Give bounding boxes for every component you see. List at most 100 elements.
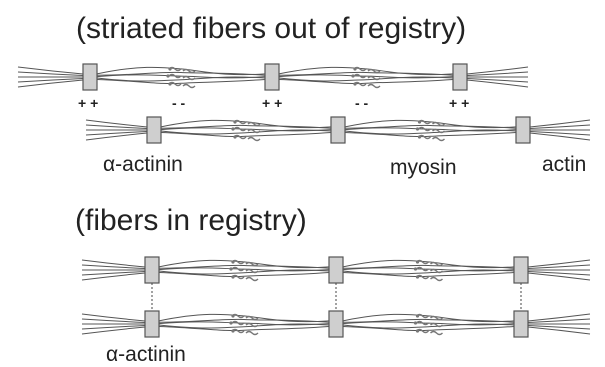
actin-filament xyxy=(278,71,454,76)
actin-filament-end xyxy=(81,259,146,268)
actin-filament xyxy=(342,269,515,275)
fiber-b-alpha-actinin-2 xyxy=(330,116,346,144)
actin-filament-end xyxy=(81,264,146,269)
fiber-b-myosin-2 xyxy=(415,119,445,142)
fiber-a-myosin-2 xyxy=(351,66,381,89)
fiber-b-alpha-actinin-3 xyxy=(515,116,531,144)
title-out-of-registry: (striated fibers out of registry) xyxy=(76,12,467,45)
fiber-b-left-end xyxy=(85,119,148,141)
plus-signs-2: + + xyxy=(262,95,283,111)
fiber-c-alpha-actinin-1 xyxy=(144,256,160,284)
fiber-a-alpha-actinin-3 xyxy=(452,63,468,91)
myosin-crossbridge xyxy=(231,320,259,328)
fiber-c-myosin-2 xyxy=(413,259,443,282)
fiber-b-right-end xyxy=(529,119,591,141)
myosin-crossbridge xyxy=(231,266,259,274)
actin-filament xyxy=(344,124,517,129)
actin-filament xyxy=(158,259,330,269)
actin-filament-end xyxy=(85,119,148,128)
fiber-d-alpha-actinin-2 xyxy=(328,310,344,338)
actin-filament-end xyxy=(81,271,146,276)
actin-filament xyxy=(158,264,330,269)
fiber-a-alpha-actinin-2 xyxy=(264,63,280,91)
actin-filament xyxy=(96,71,266,76)
actin-filament-end xyxy=(85,131,148,136)
myosin-crossbridge xyxy=(416,320,443,328)
actin-filament xyxy=(342,318,515,323)
fiber-c-left-end xyxy=(81,259,146,281)
myosin-head xyxy=(229,321,233,325)
minus-signs-1: - - xyxy=(172,95,186,111)
actin-filament xyxy=(342,325,515,332)
title-in-registry: (fibers in registry) xyxy=(75,204,307,237)
actin-filament xyxy=(96,66,266,76)
myosin-head xyxy=(415,314,420,318)
label-myosin: myosin xyxy=(390,156,457,179)
actin-filament-end xyxy=(466,79,529,88)
actin-filament-end xyxy=(529,132,591,141)
plus-signs-1: + + xyxy=(78,95,99,111)
actin-filament-end xyxy=(527,313,591,322)
actin-filament-end xyxy=(17,71,84,76)
myosin-head xyxy=(415,260,420,264)
myosin-head xyxy=(168,67,172,71)
actin-filament-end xyxy=(529,124,591,129)
fiber-d-myosin-2 xyxy=(413,313,443,336)
fiber-a-left-end xyxy=(17,66,84,88)
myosin-head xyxy=(166,74,170,78)
myosin-head xyxy=(353,67,357,71)
actin-filament-end xyxy=(466,66,529,75)
actin-filament-end xyxy=(17,66,84,75)
fiber-d-alpha-actinin-1 xyxy=(144,310,160,338)
label-actin: actin xyxy=(542,153,587,176)
myosin-head xyxy=(231,275,235,279)
actin-filament xyxy=(344,129,517,135)
fiber-d-myosin-1 xyxy=(229,313,259,336)
label-alpha-actinin-bottom: α-actinin xyxy=(106,343,186,366)
actin-filament xyxy=(342,264,515,269)
fiber-a-alpha-actinin-1 xyxy=(82,63,98,91)
actin-filament xyxy=(160,119,332,129)
myosin-head xyxy=(417,120,422,124)
myosin-crossbridge xyxy=(168,73,196,81)
myosin-crossbridge xyxy=(353,73,381,81)
myosin-head xyxy=(413,267,418,271)
actin-filament xyxy=(158,325,330,332)
actin-filament-end xyxy=(17,79,84,88)
myosin-head xyxy=(168,82,172,86)
actin-filament-end xyxy=(527,271,591,276)
fiber-a-right-end xyxy=(466,66,529,88)
minus-signs-2: - - xyxy=(355,95,369,111)
actin-filament xyxy=(342,323,515,329)
actin-filament-end xyxy=(81,318,146,323)
fiber-d-left-end xyxy=(81,313,146,335)
myosin-head xyxy=(353,82,357,86)
fiber-c-sarcomere-1 xyxy=(158,259,330,278)
actin-filament-end xyxy=(85,132,148,141)
fiber-d-right-end xyxy=(527,313,591,335)
actin-filament-end xyxy=(17,78,84,83)
actin-filament-end xyxy=(529,119,591,128)
actin-filament-end xyxy=(527,264,591,269)
fiber-a-myosin-1 xyxy=(166,66,196,89)
actin-filament-end xyxy=(81,326,146,335)
fiber-b-alpha-actinin-1 xyxy=(146,116,162,144)
myosin-head xyxy=(415,329,420,333)
actin-filament-end xyxy=(529,131,591,136)
plus-signs-3: + + xyxy=(449,95,470,111)
actin-filament-end xyxy=(85,124,148,129)
myosin-head xyxy=(229,267,233,271)
fiber-b-sarcomere-2 xyxy=(344,119,517,138)
actin-filament-end xyxy=(466,78,529,83)
myosin-head xyxy=(231,329,235,333)
fiber-b-myosin-1 xyxy=(231,119,261,142)
actin-filament-end xyxy=(81,325,146,330)
myosin-crossbridge xyxy=(233,126,261,134)
actin-filament xyxy=(344,131,517,138)
actin-filament xyxy=(342,259,515,269)
actin-filament-end xyxy=(81,313,146,322)
actin-filament-end xyxy=(81,272,146,281)
actin-filament xyxy=(158,269,330,275)
myosin-head xyxy=(351,74,355,78)
